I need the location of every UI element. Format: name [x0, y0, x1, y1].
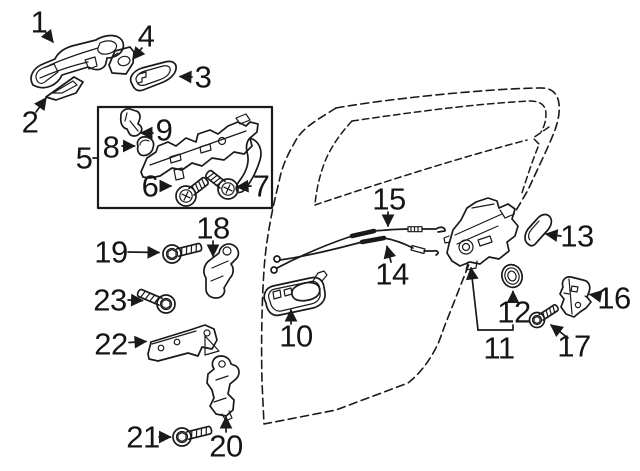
door-panel-outline	[260, 87, 561, 425]
leader-13	[544, 229, 562, 242]
part-drawing-cap-13	[524, 213, 553, 247]
callout-label-18: 18	[196, 210, 230, 246]
part-drawing-door-lock	[443, 197, 519, 271]
leader-3	[178, 70, 193, 84]
callout-label-12: 12	[497, 294, 531, 330]
callout-label-19: 19	[94, 234, 128, 270]
part-drawing-screw-6	[175, 176, 209, 207]
leader-4	[132, 46, 146, 60]
part-drawing-inside-handle	[263, 270, 328, 317]
callout-label-22: 22	[94, 326, 128, 362]
callout-label-13: 13	[560, 218, 594, 254]
callout-label-17: 17	[557, 328, 591, 364]
callout-label-2: 2	[21, 104, 39, 140]
leader-2	[34, 96, 47, 113]
part-drawing-cables	[270, 226, 446, 274]
leader-14	[383, 245, 397, 263]
part-drawing-striker-plate	[559, 276, 592, 318]
part-drawing-bolt-21	[172, 425, 213, 447]
part-drawing-outside-handle	[30, 34, 125, 89]
part-drawing-bolt-19	[162, 242, 203, 264]
part-drawing-bolt-23	[136, 288, 176, 314]
leader-arrows	[34, 29, 603, 444]
callout-label-5: 5	[75, 140, 93, 176]
callout-label-8: 8	[102, 129, 120, 165]
leader-22	[128, 335, 148, 349]
callout-label-23: 23	[93, 282, 127, 318]
part-drawing-bolt-17	[528, 304, 559, 329]
callout-label-3: 3	[194, 59, 212, 95]
callout-label-20: 20	[209, 428, 243, 464]
callout-label-7: 7	[252, 168, 270, 204]
leader-11-bracket	[477, 324, 514, 331]
callout-label-4: 4	[137, 18, 155, 54]
leader-17	[549, 324, 569, 339]
part-drawing-handle-pad	[45, 76, 84, 101]
callout-label-16: 16	[597, 280, 631, 316]
leader-11	[465, 266, 479, 331]
part-drawing-screw-7	[205, 169, 239, 200]
leader-23	[127, 293, 144, 307]
leader-1	[40, 29, 54, 44]
callout-label-15: 15	[372, 181, 406, 217]
leader-16	[588, 290, 603, 303]
leader-19	[127, 245, 161, 259]
callout-label-1: 1	[30, 4, 48, 40]
callout-label-11: 11	[483, 330, 515, 366]
part-drawing-hinge-22	[147, 324, 220, 362]
part-drawing-clip	[119, 108, 143, 137]
part-drawing-door-check	[203, 243, 240, 299]
callout-label-9: 9	[155, 112, 173, 148]
leader-7	[235, 179, 252, 193]
part-drawing-hinge-20	[206, 355, 240, 422]
part-drawing-cushion	[136, 136, 155, 157]
callout-label-21: 21	[126, 419, 160, 455]
callout-label-14: 14	[375, 256, 409, 292]
part-drawing-handle-frame	[140, 113, 262, 194]
callout-label-10: 10	[279, 318, 313, 354]
callout-label-6: 6	[141, 168, 159, 204]
part-drawing-handle-bezel	[129, 60, 177, 92]
part-drawing-grommet	[500, 263, 524, 289]
